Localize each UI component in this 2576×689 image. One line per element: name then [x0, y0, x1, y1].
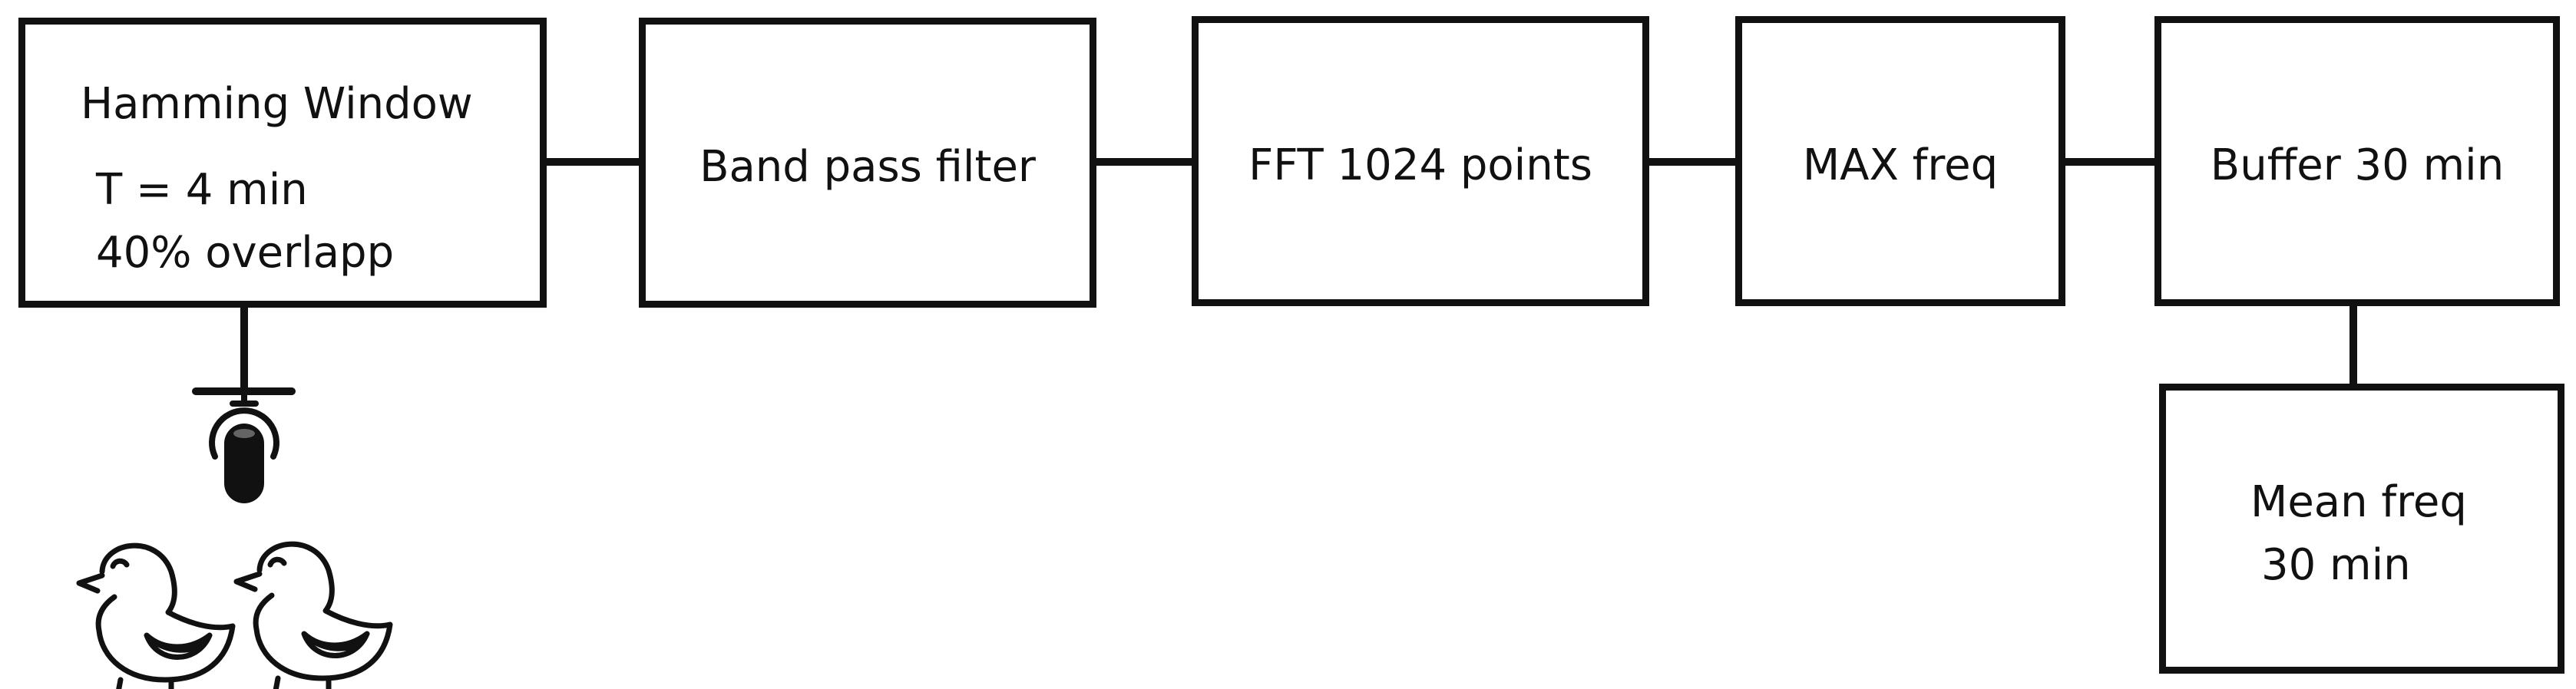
hamming-window-overlap: 40% overlapp: [96, 228, 395, 278]
mean-freq-duration: 30 min: [2261, 540, 2411, 590]
microphone-icon: [192, 308, 296, 503]
mean-freq-title: Mean freq: [2250, 477, 2467, 527]
connector-buffer-meanfreq: [2349, 304, 2357, 385]
hamming-window-block: Hamming Window T = 4 min 40% overlapp: [18, 18, 547, 308]
max-freq-label: MAX freq: [1802, 140, 1999, 190]
connector-bandpass-fft: [1096, 158, 1192, 166]
mean-freq-block: Mean freq 30 min: [2159, 384, 2564, 674]
fft-block: FFT 1024 points: [1192, 16, 1649, 306]
hamming-window-title: Hamming Window: [81, 79, 473, 129]
connector-fft-maxfreq: [1649, 158, 1735, 166]
band-pass-filter-block: Band pass filter: [639, 18, 1096, 308]
buffer-block: Buffer 30 min: [2154, 16, 2560, 306]
chick-icon: [76, 542, 236, 689]
band-pass-filter-label: Band pass filter: [699, 142, 1036, 192]
fft-label: FFT 1024 points: [1248, 140, 1592, 190]
connector-hamming-bandpass: [547, 158, 639, 166]
max-freq-block: MAX freq: [1735, 16, 2065, 306]
buffer-label: Buffer 30 min: [2210, 140, 2505, 190]
chick-icon: [233, 541, 393, 689]
hamming-window-duration: T = 4 min: [96, 165, 308, 215]
connector-maxfreq-buffer: [2065, 158, 2154, 166]
